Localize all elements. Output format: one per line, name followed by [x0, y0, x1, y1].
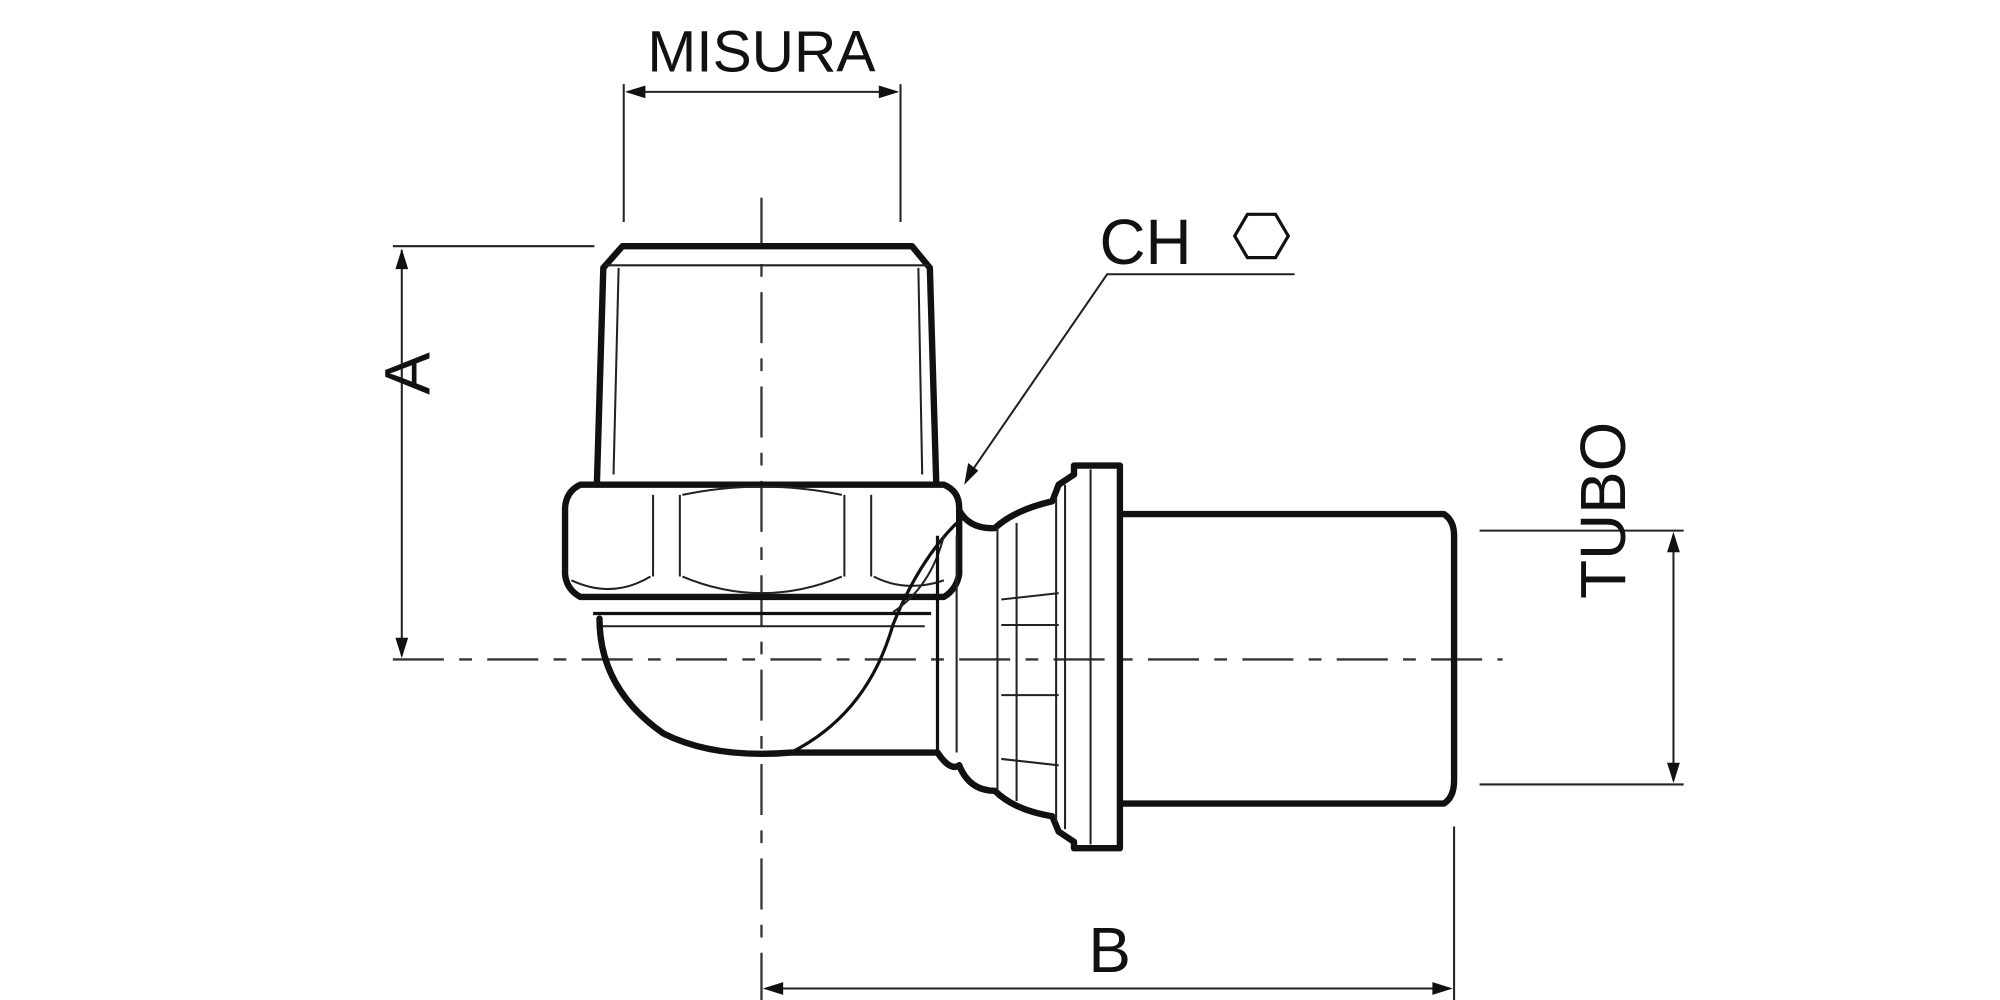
tubo-label: TUBO — [1567, 422, 1639, 599]
a-label: A — [372, 352, 444, 395]
press-collar — [934, 471, 1078, 846]
b-label: B — [1088, 914, 1131, 986]
ch-leader-line — [964, 273, 1295, 485]
tubo-dimension — [1479, 529, 1684, 786]
tube-sleeve — [1119, 510, 1458, 807]
male-thread — [593, 242, 940, 486]
misura-dimension — [622, 84, 902, 222]
elbow-body — [593, 521, 958, 757]
ch-label: CH — [1099, 206, 1191, 278]
hexagon-icon — [1232, 212, 1291, 260]
b-dimension — [762, 826, 1456, 1000]
a-dimension — [392, 245, 595, 659]
flange — [1070, 462, 1124, 852]
misura-label: MISURA — [647, 19, 876, 84]
